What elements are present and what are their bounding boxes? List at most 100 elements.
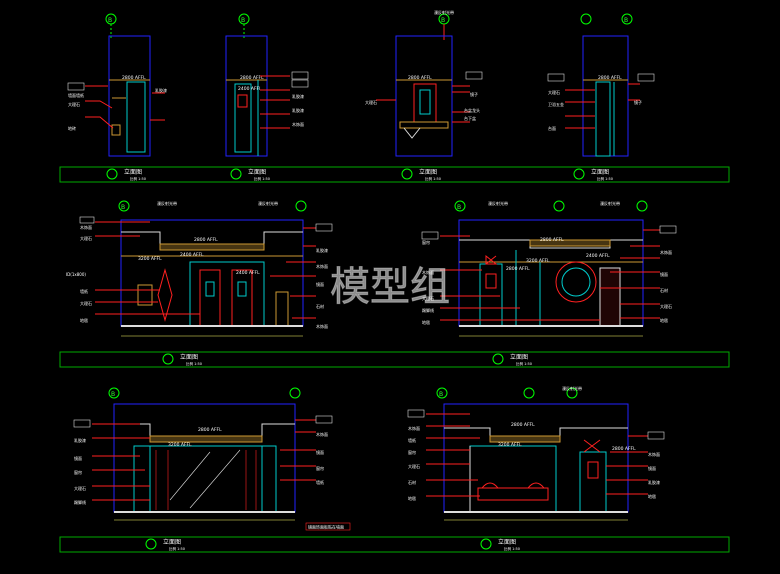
light-cove	[489, 435, 561, 443]
title-bar-middle	[59, 351, 730, 368]
elevation-middle-right: B 漫反射光带 漫反射光带 2800 AFFL 3200 AFFL 2800 A…	[421, 200, 677, 337]
note-label: 墙纸	[80, 288, 88, 294]
note-label: 乳胶漆	[74, 437, 86, 443]
note-label: 乳胶漆	[292, 93, 304, 99]
elevation-title: 立面图	[419, 168, 437, 176]
note-label: 地毯	[80, 317, 88, 323]
note-label: 墙纸	[408, 437, 416, 443]
top-note: 漫反射光带	[562, 385, 582, 391]
level-label: 3200 AFFL	[168, 442, 192, 448]
round-mirror	[555, 261, 597, 303]
note-label: 墙面墙纸	[68, 92, 84, 98]
level-label: 2400 AFFL	[236, 270, 260, 276]
elevation-scale: 比例 1:50	[130, 176, 146, 181]
elevation-title: 立面图	[124, 168, 142, 176]
top-note: 漫反射光带	[488, 200, 508, 206]
level-label: 2800 AFFL	[540, 237, 564, 243]
light-cove	[529, 239, 611, 247]
elevation-title: 立面图	[591, 168, 609, 176]
note-label: 台盆龙头	[464, 107, 480, 113]
level-label: 3200 AFFL	[138, 256, 162, 262]
elevation-title: 立面图	[248, 168, 266, 176]
footnote: 镜面饰面板贴在墙面	[308, 524, 344, 530]
level-label: 2800 AFFL	[198, 427, 222, 433]
level-label: 2800 AFFL	[240, 75, 264, 81]
level-label: 2400 AFFL	[586, 253, 610, 259]
top-note: 漫反射光带	[600, 200, 620, 206]
level-label: 2800 AFFL	[194, 237, 218, 243]
elevation-scale: 比例 1:50	[186, 361, 202, 366]
room-outline	[225, 35, 268, 157]
note-label: 台面	[548, 125, 556, 131]
elevation-scale: 比例 1:50	[425, 176, 441, 181]
note-label: 大理石	[74, 485, 86, 491]
axis-marker	[621, 13, 633, 25]
note-label: 镜面	[648, 465, 656, 471]
note-label: 墙纸	[316, 479, 324, 485]
note-label: 卫浴五金	[548, 101, 564, 107]
level-label: 2800 AFFL	[506, 266, 530, 272]
note-label: 大理石	[68, 101, 80, 107]
top-note: 漫反射光带	[434, 9, 454, 15]
level-label: 2800 AFFL	[408, 75, 432, 81]
note-label: 木饰面	[292, 121, 304, 127]
size-note: ID(1x800)	[66, 272, 86, 277]
note-label: 踢脚线	[74, 499, 86, 505]
level-label: 2400 AFFL	[180, 252, 204, 258]
leader-lines	[92, 419, 316, 501]
elevation-top-4: B 2800 AFFL 大理石 卫浴五金 台面 镜子	[547, 13, 655, 157]
title-bar-top	[59, 166, 730, 183]
leader-lines	[426, 413, 648, 497]
elevation-title: 立面图	[498, 538, 516, 546]
elevation-middle-left: B 漫反射光带 漫反射光带 2800 AFFL 2400 AFFL 3200 A…	[66, 200, 333, 337]
level-label: 3200 AFFL	[498, 442, 522, 448]
elevation-bottom-left: B 2800 AFFL 3200 AFFL 乳胶漆 镜面 窗帘 大理石 踢脚线 …	[73, 387, 351, 531]
elevation-scale: 比例 1:50	[254, 176, 270, 181]
note-label: 乳胶漆	[292, 107, 304, 113]
note-label: 窗帘	[316, 465, 324, 471]
note-label: 台下盆	[464, 115, 476, 121]
level-label: 2800 AFFL	[511, 422, 535, 428]
note-label: 大理石	[548, 89, 560, 95]
door-panel	[126, 81, 146, 153]
door-panel	[234, 83, 252, 153]
elevation-scale: 比例 1:50	[597, 176, 613, 181]
top-note: 漫反射光带	[157, 200, 177, 206]
level-label: 2800 AFFL	[122, 75, 146, 81]
level-label: 2800 AFFL	[598, 75, 622, 81]
watermark: 模型组	[330, 264, 450, 310]
note-label: 窗帘	[408, 449, 416, 455]
axis-marker-label: B	[441, 17, 445, 24]
note-label: 木饰面	[316, 263, 328, 269]
axis-marker-label: B	[108, 17, 112, 24]
note-label: 石材	[408, 479, 416, 485]
note-label: 镜面	[74, 455, 82, 461]
elevation-title: 立面图	[163, 538, 181, 546]
elevation-title: 立面图	[510, 353, 528, 361]
note-label: 镜面	[660, 271, 668, 277]
level-label: 2800 AFFL	[612, 446, 636, 452]
elevation-title: 立面图	[180, 353, 198, 361]
level-label: 2400 AFFL	[238, 86, 262, 92]
title-block-top-1: 立面图 比例 1:50	[106, 168, 146, 181]
room-outline	[108, 35, 151, 157]
light-cove	[159, 243, 265, 251]
stone-panel	[599, 267, 621, 327]
axis-marker-label: B	[111, 391, 115, 398]
axis-marker-label: B	[624, 17, 628, 24]
axis-marker-label: B	[121, 204, 125, 211]
title-block-top-2: 立面图 比例 1:50	[230, 168, 270, 181]
note-label: 木饰面	[408, 425, 420, 431]
diamond-panel	[157, 268, 173, 322]
note-label: 镜子	[470, 91, 478, 97]
leader-lines	[565, 83, 640, 129]
leader-lines	[260, 75, 290, 129]
note-label: 石材	[316, 303, 324, 309]
title-block-middle-right: 立面图 比例 1:50	[492, 353, 532, 366]
note-label: 石材	[660, 287, 668, 293]
note-label: 木饰面	[316, 431, 328, 437]
door-panel	[595, 81, 611, 157]
note-label: 木饰面	[316, 323, 328, 329]
title-bar-bottom	[59, 536, 730, 553]
middle-row-elevations: B 漫反射光带 漫反射光带 2800 AFFL 2400 AFFL 3200 A…	[59, 200, 730, 368]
